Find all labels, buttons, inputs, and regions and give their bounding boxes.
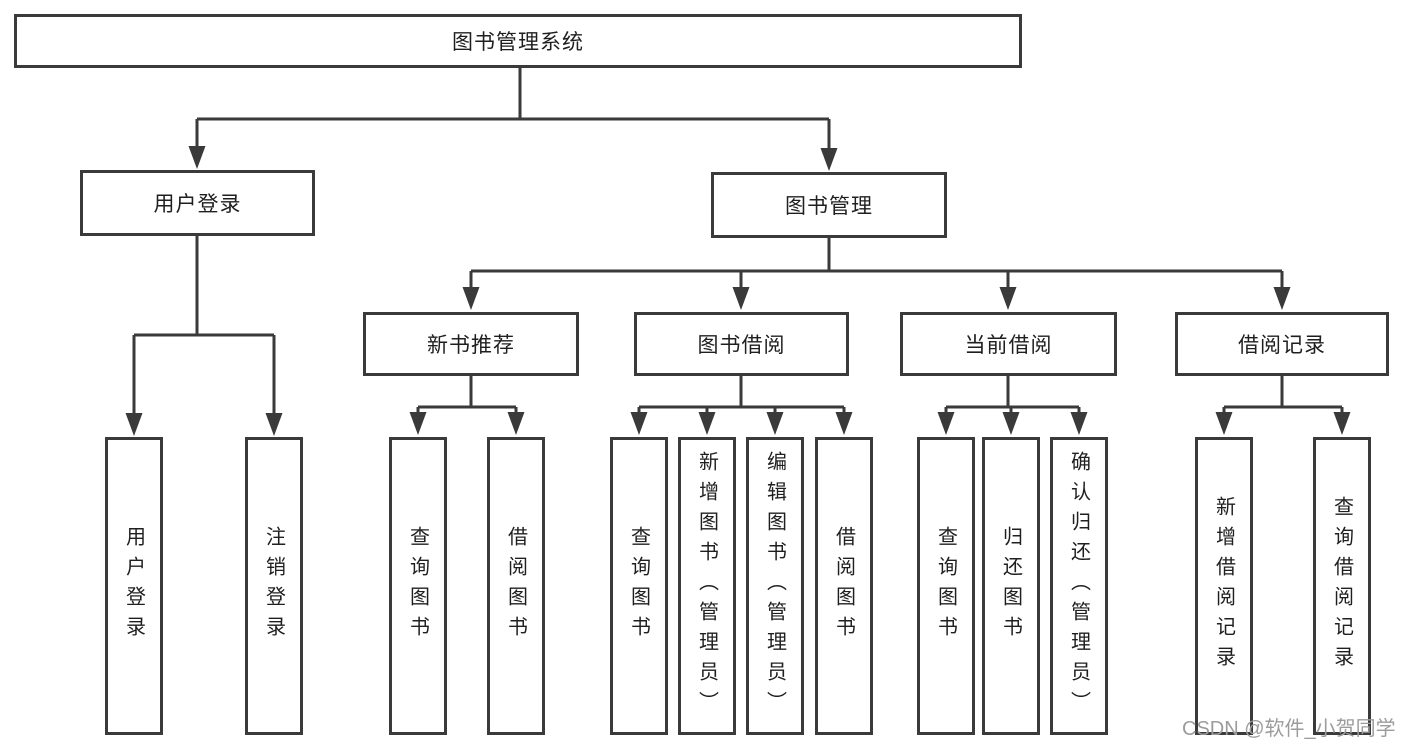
node-new-book-recommendation: 新书推荐 (363, 312, 579, 376)
arrowhead-icon (1215, 412, 1233, 435)
arrowhead-icon (507, 412, 525, 435)
leaf-confirm-return-admin: 确认归还（管理员） (1050, 437, 1108, 735)
leaf-query-books-borrowing: 查询图书 (610, 437, 668, 735)
arrowhead-icon (999, 287, 1017, 310)
arrowhead-icon (698, 412, 716, 435)
arrowhead-icon (462, 287, 480, 310)
leaf-logout: 注销登录 (245, 437, 303, 735)
leaf-user-login: 用户登录 (105, 437, 163, 735)
arrowhead-icon (1333, 412, 1351, 435)
arrowhead-icon (732, 287, 750, 310)
leaf-edit-books-admin: 编辑图书（管理员） (746, 437, 804, 735)
arrowhead-icon (1273, 287, 1291, 310)
leaf-query-books-recommend: 查询图书 (389, 437, 447, 735)
leaf-return-books: 归还图书 (982, 437, 1040, 735)
node-current-borrowing: 当前借阅 (900, 312, 1117, 376)
leaf-query-books-current: 查询图书 (917, 437, 975, 735)
arrowhead-icon (125, 413, 143, 436)
leaf-query-borrow-record: 查询借阅记录 (1313, 437, 1371, 735)
node-book-management: 图书管理 (711, 172, 947, 238)
arrowhead-icon (835, 412, 853, 435)
connector-lines (132, 68, 1344, 414)
csdn-watermark: CSDN @软件_小贺同学 (1182, 718, 1396, 740)
arrowhead-icon (1070, 412, 1088, 435)
node-user-login: 用户登录 (80, 170, 315, 236)
leaf-borrow-books-borrowing: 借阅图书 (815, 437, 873, 735)
arrowhead-icon (937, 412, 955, 435)
arrowhead-icon (188, 146, 206, 169)
node-library-management-system: 图书管理系统 (14, 14, 1022, 68)
arrowhead-icon (1002, 412, 1020, 435)
node-borrowing-records: 借阅记录 (1175, 312, 1389, 376)
leaf-borrow-books-recommend: 借阅图书 (487, 437, 545, 735)
leaf-add-books-admin: 新增图书（管理员） (678, 437, 736, 735)
node-book-borrowing: 图书借阅 (634, 312, 849, 376)
arrowhead-icon (265, 413, 283, 436)
leaf-add-borrow-record: 新增借阅记录 (1195, 437, 1253, 735)
arrowhead-icon (409, 412, 427, 435)
arrowhead-icon (820, 148, 838, 171)
arrowhead-icon (630, 412, 648, 435)
arrowhead-icon (766, 412, 784, 435)
